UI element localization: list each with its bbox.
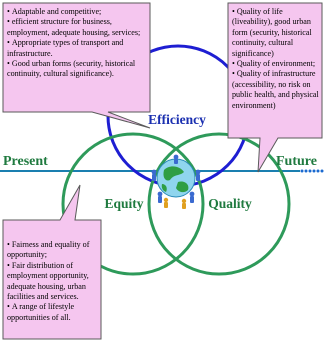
globe-people-icon	[151, 154, 201, 209]
equity-ring	[61, 132, 205, 276]
efficiency-callout-item: efficient structure for business, employ…	[7, 17, 148, 38]
equity-callout-item: Fairness and equality of opportunity;	[7, 240, 99, 261]
efficiency-callout-item: Appropriate types of transport and infra…	[7, 38, 148, 59]
present-label: Present	[3, 154, 48, 169]
quality-ring	[147, 132, 291, 276]
quality-callout-list: Quality of life (liveability), good urba…	[232, 7, 321, 111]
efficiency-callout-list: Adaptable and competitive;efficient stru…	[7, 7, 148, 80]
efficiency-callout-item: Adaptable and competitive;	[7, 7, 148, 17]
timeline-dots	[300, 169, 324, 173]
future-label: Future	[276, 154, 317, 169]
timeline-dot	[312, 169, 316, 173]
equity-callout-list: Fairness and equality of opportunity;Fai…	[7, 240, 99, 323]
timeline-dot	[316, 169, 320, 173]
efficiency-label: Efficiency	[148, 112, 206, 127]
quality-callout-item: Quality of infrastructure (accessibility…	[232, 69, 321, 111]
equity-callout-item: A range of lifestyle opportunities of al…	[7, 302, 99, 323]
timeline-dot	[300, 169, 304, 173]
equity-callout-item: Fair distribution of employment opportun…	[7, 261, 99, 303]
quality-callout-item: Quality of environment;	[232, 59, 321, 69]
timeline-dot	[320, 169, 324, 173]
efficiency-callout-item: Good urban forms (security, historical c…	[7, 59, 148, 80]
quality-callout-item: Quality of life (liveability), good urba…	[232, 7, 321, 59]
timeline-dot	[308, 169, 312, 173]
timeline-dot	[304, 169, 308, 173]
equity-label: Equity	[104, 196, 143, 211]
quality-label: Quality	[208, 196, 252, 211]
